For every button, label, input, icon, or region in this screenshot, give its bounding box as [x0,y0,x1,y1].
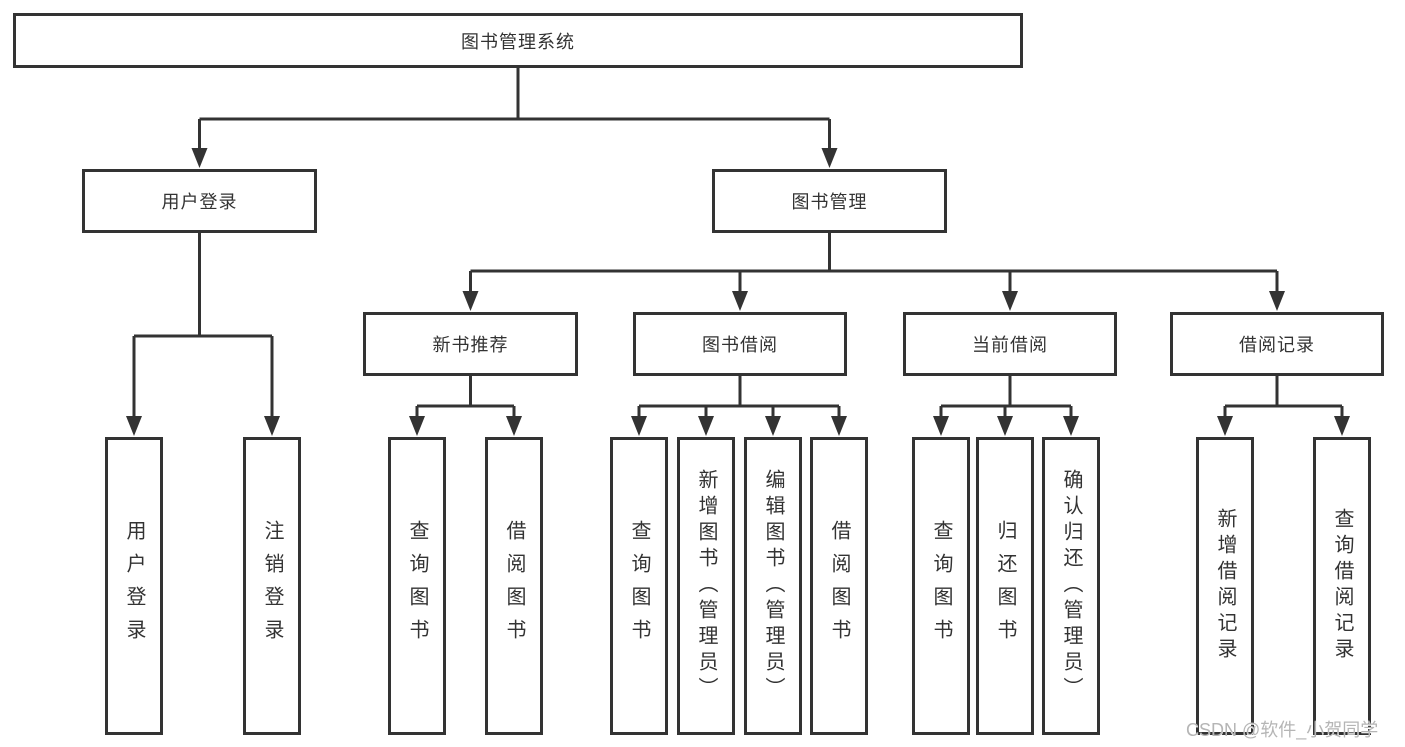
arrowhead [831,416,847,436]
node-label: 注销登录 [261,520,283,652]
connector-new-book-rec-children [409,376,522,436]
node-new-book-rec: 新书推荐 [363,312,578,376]
node-label: 当前借阅 [972,335,1048,355]
leaf-edit-books-admin: 编辑图书（管理员） [744,437,802,735]
connector-current-borrow-children [933,376,1079,436]
arrowhead [1217,416,1233,436]
node-label: 借阅图书 [503,520,525,652]
connector-book-mgmt-to-level3 [462,233,1285,311]
node-label: 用户登录 [161,192,238,212]
arrowhead [506,416,522,436]
node-current-borrow: 当前借阅 [903,312,1117,376]
node-label: 借阅图书 [828,520,850,652]
node-label: 新增图书（管理员） [695,469,717,703]
leaf-logout: 注销登录 [243,437,301,735]
node-label: 确认归还（管理员） [1060,469,1082,703]
node-label: 归还图书 [994,520,1016,652]
arrowhead [409,416,425,436]
leaf-borrow-books-2: 借阅图书 [810,437,868,735]
arrowhead [1334,416,1350,436]
arrowhead [264,416,280,436]
node-borrow-records: 借阅记录 [1170,312,1384,376]
node-label: 新书推荐 [432,335,509,355]
connector-root-to-level2 [191,68,838,168]
leaf-query-borrow-record: 查询借阅记录 [1313,437,1371,735]
arrowhead [1063,416,1079,436]
connector-borrow-records-children [1217,376,1350,436]
arrowhead [462,291,479,311]
leaf-query-books-1: 查询图书 [388,437,446,735]
node-user-login: 用户登录 [82,169,317,233]
arrowhead [765,416,781,436]
arrowhead [821,148,838,168]
node-label: 查询图书 [628,520,650,652]
arrowhead [933,416,949,436]
node-label: 借阅记录 [1239,335,1315,355]
node-label: 新增借阅记录 [1214,508,1236,664]
node-label: 编辑图书（管理员） [762,469,784,703]
arrowhead [191,148,208,168]
node-label: 查询图书 [930,520,952,652]
leaf-borrow-books-1: 借阅图书 [485,437,543,735]
leaf-query-books-3: 查询图书 [912,437,970,735]
arrowhead [631,416,647,436]
arrowhead [698,416,714,436]
arrowhead [126,416,142,436]
node-label: 用户登录 [123,520,145,652]
csdn-watermark: CSDN @软件_小贺同学 [1186,720,1379,740]
leaf-confirm-return-admin: 确认归还（管理员） [1042,437,1100,735]
connector-book-borrow-children [631,376,847,436]
node-label: 图书管理系统 [461,31,575,52]
node-label: 图书借阅 [702,335,778,355]
connector-user-login-children [126,233,280,436]
node-library-system: 图书管理系统 [13,13,1023,68]
node-book-borrow: 图书借阅 [633,312,847,376]
node-book-mgmt: 图书管理 [712,169,947,233]
leaf-user-login: 用户登录 [105,437,163,735]
arrowhead [1002,291,1018,311]
arrowhead [1269,291,1285,311]
leaf-query-books-2: 查询图书 [610,437,668,735]
leaf-return-books: 归还图书 [976,437,1034,735]
leaf-add-borrow-record: 新增借阅记录 [1196,437,1254,735]
node-label: 图书管理 [791,192,868,212]
arrowhead [732,291,748,311]
arrowhead [997,416,1013,436]
leaf-add-books-admin: 新增图书（管理员） [677,437,735,735]
node-label: 查询借阅记录 [1331,508,1353,664]
node-label: 查询图书 [406,520,428,652]
